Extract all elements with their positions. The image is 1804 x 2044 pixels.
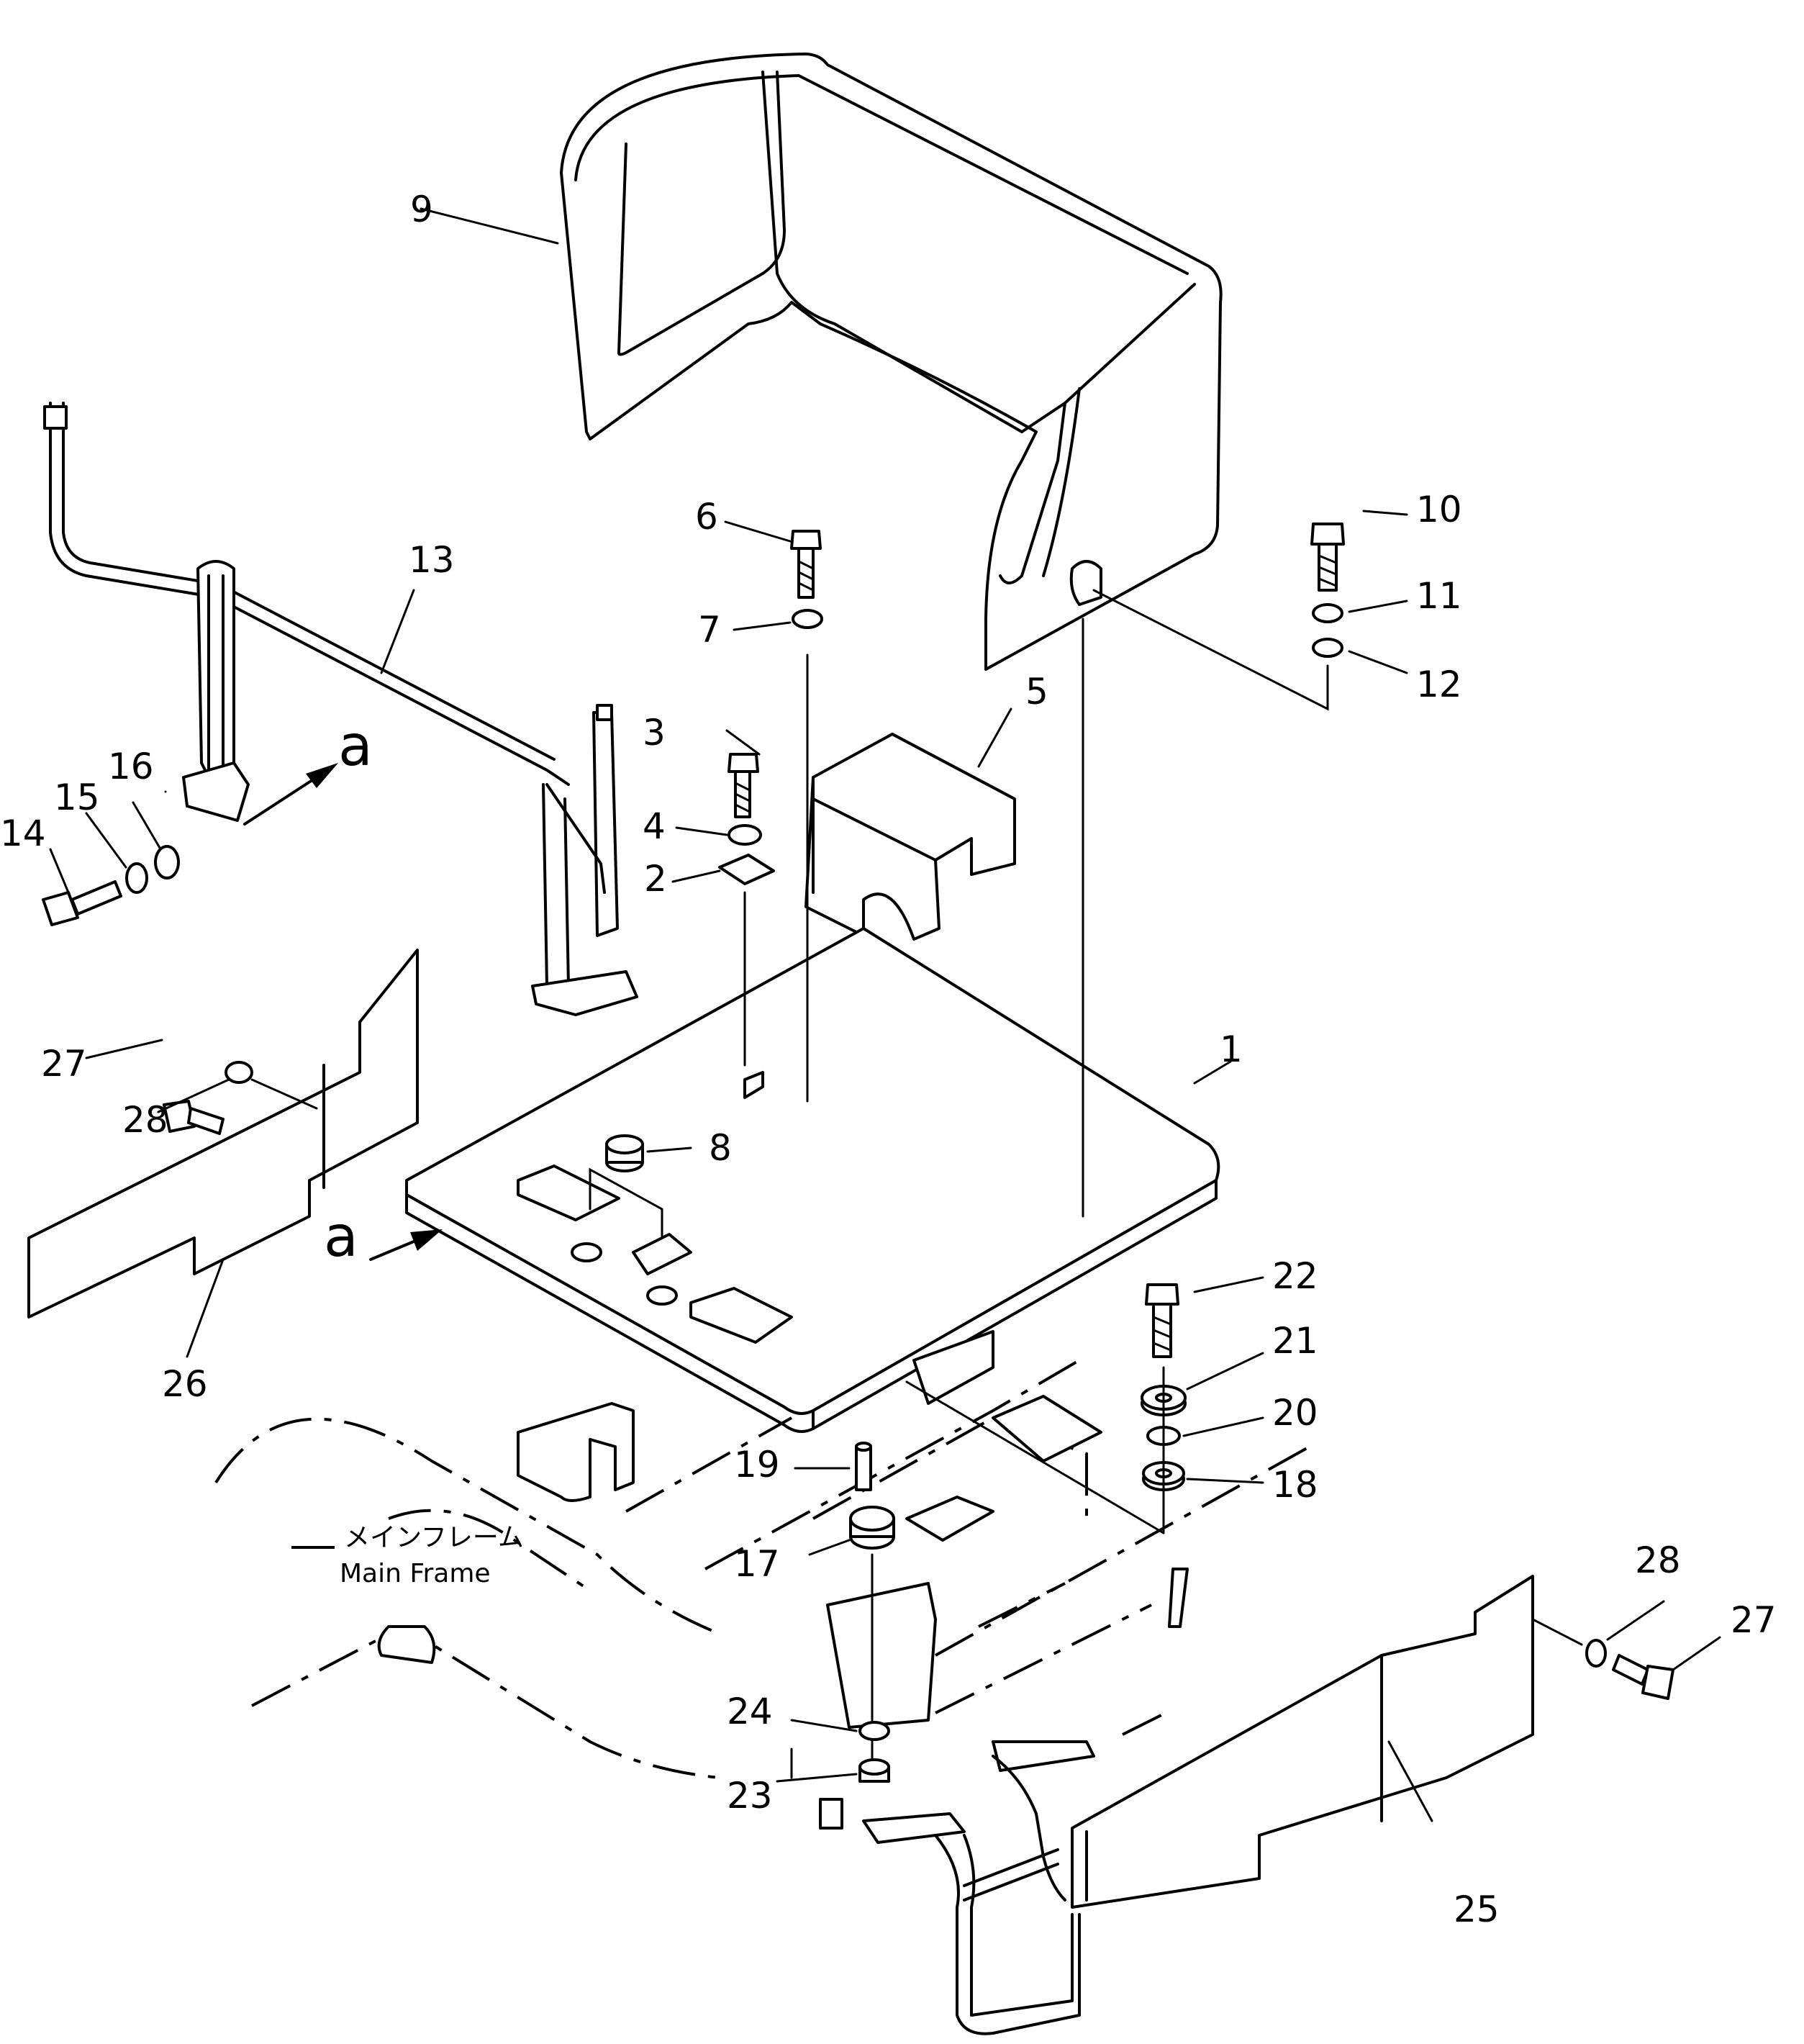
callout-10: 10 [1416,489,1462,530]
callout-4: 4 [643,805,666,847]
part-12-washer [1312,638,1343,658]
callout-18: 18 [1272,1464,1318,1506]
callout-14: 14 [0,813,46,854]
callout-15: 15 [54,777,100,818]
callout-12: 12 [1416,664,1462,705]
part-24-washer [858,1721,890,1741]
callout-21: 21 [1272,1320,1318,1362]
callout-17: 17 [734,1543,780,1585]
part-9-back-guard [560,53,1223,671]
callout-27-left: 27 [41,1043,87,1085]
callout-28-left: 28 [122,1099,168,1141]
callout-23: 23 [727,1775,773,1817]
callout-26: 26 [162,1363,208,1405]
part-11-washer [1312,603,1343,623]
callout-19: 19 [734,1444,780,1485]
part-16-washer [154,845,180,879]
part-14-bolt [42,880,122,926]
part-23-nut [858,1758,890,1783]
callout-20: 20 [1272,1392,1318,1434]
callout-13: 13 [409,539,455,581]
callout-7: 7 [698,609,721,651]
callout-5: 5 [1025,671,1048,713]
callout-11: 11 [1416,575,1462,617]
main-frame-outline [214,1330,1310,2035]
callout-22: 22 [1272,1255,1318,1297]
callout-27-right: 27 [1731,1599,1777,1641]
callout-25: 25 [1454,1889,1500,1930]
part-25-right-cover [1071,1575,1534,1909]
callout-labels: 1 2 3 4 5 6 7 8 9 10 11 12 13 14 15 16 1… [0,189,1777,1930]
view-mark-a-upper: a [338,714,373,779]
part-19-pin [855,1442,872,1491]
view-arrows [243,763,443,1261]
callout-3: 3 [643,712,666,754]
part-4-washer [728,824,762,846]
part-22-bolt [1145,1283,1179,1358]
part-15-washer [125,862,148,894]
callout-1: 1 [1220,1028,1243,1070]
part-26-left-cover [27,949,419,1319]
part-28-washer-right [1585,1639,1607,1668]
part-27-bolt-left [163,1100,225,1135]
callout-8: 8 [709,1127,732,1169]
part-17-spacer [849,1506,895,1550]
part-10-bolt [1310,523,1345,592]
part-5-cover [804,733,1016,941]
part-28-washer-left [225,1061,253,1084]
part-6-bolt [790,530,822,599]
view-mark-a-lower: a [324,1205,358,1270]
callout-24: 24 [727,1691,773,1732]
guide-lines [250,589,1583,1761]
part-8-mount [605,1134,644,1172]
part-27-bolt-right [1612,1654,1674,1700]
part-7-washer [792,609,823,629]
callout-28-right: 28 [1635,1539,1681,1581]
leader-lines [49,207,1721,1822]
main-frame-note-en: Main Frame [340,1559,491,1588]
callout-6: 6 [695,496,718,538]
callout-9: 9 [410,189,433,230]
part-1-base-plate [405,927,1220,1433]
callout-16: 16 [108,746,154,787]
part-13-armrest-rail [43,402,638,1016]
callout-2: 2 [644,858,667,900]
part-2-plate [718,854,775,885]
part-3-bolt [728,753,759,818]
main-frame-note-jp: メインフレーム [344,1523,524,1552]
